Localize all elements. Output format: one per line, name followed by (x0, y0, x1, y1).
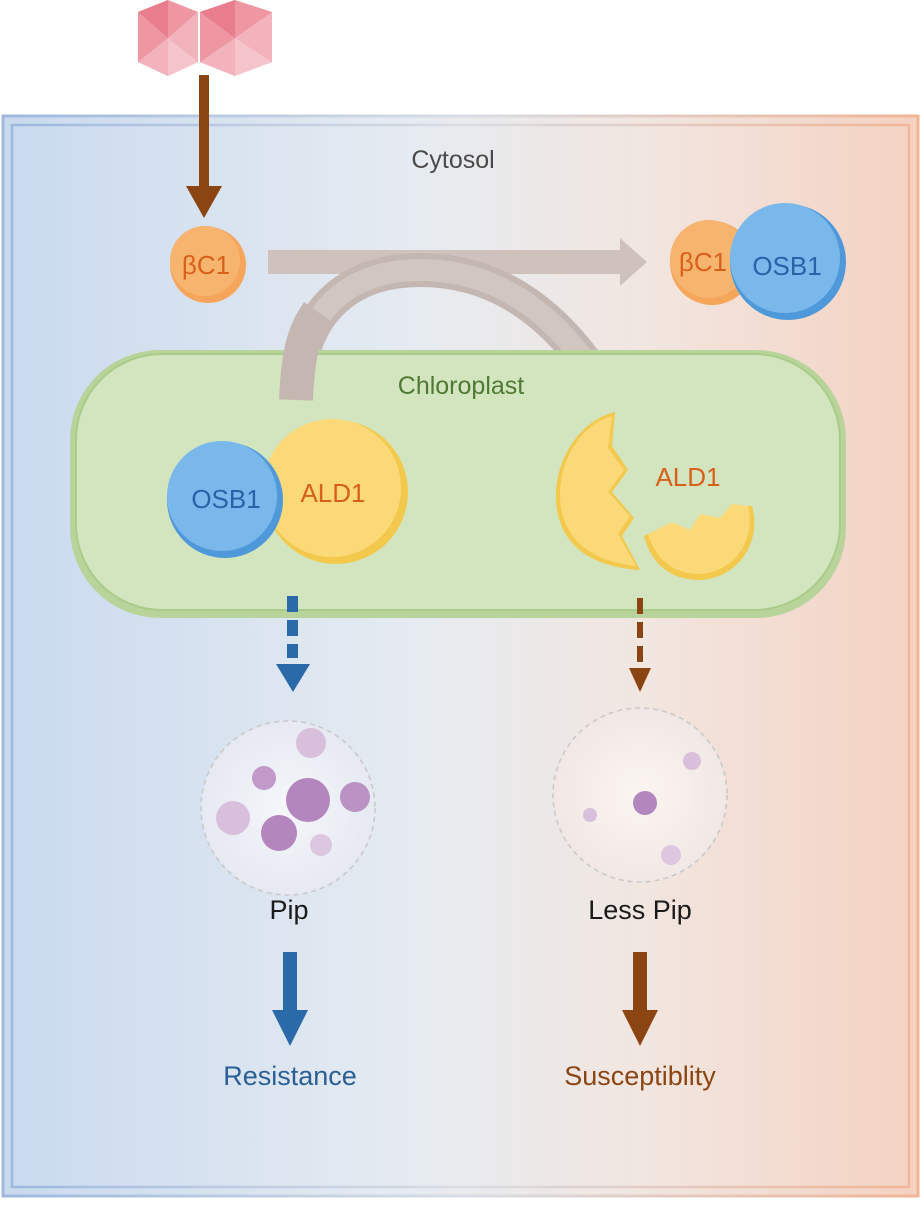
pip-label: Pip (269, 895, 308, 925)
bc1-osb1-complex: βC1 OSB1 (670, 203, 846, 320)
less-pip-vesicle-icon (552, 707, 728, 883)
osb1-ald1-complex: OSB1 ALD1 (167, 419, 408, 564)
ald1-right-label: ALD1 (655, 462, 720, 492)
resistance-arrow (272, 952, 308, 1046)
less-pip-label: Less Pip (588, 895, 692, 925)
chloroplast-label: Chloroplast (398, 372, 525, 400)
pip-vesicle-icon (200, 720, 376, 896)
cleaved-ald1: ALD1 (555, 412, 755, 580)
bc1-right-label: βC1 (679, 247, 727, 277)
dashed-arrow-right (629, 598, 651, 692)
osb1-right-label: OSB1 (752, 251, 821, 281)
susceptibility-arrow (622, 952, 658, 1046)
bc1-protein-left: βC1 (170, 226, 246, 303)
curved-arrow-tail (279, 302, 333, 401)
cytosol-label: Cytosol (411, 146, 494, 174)
resistance-label: Resistance (223, 1061, 357, 1091)
virus-to-bc1-arrow (186, 75, 222, 218)
susceptibility-label: Susceptiblity (564, 1061, 716, 1091)
ald1-left-label: ALD1 (300, 478, 365, 508)
osb1-left-label: OSB1 (191, 484, 260, 514)
bc1-left-label: βC1 (182, 250, 230, 280)
virus-particle-icon (138, 0, 272, 76)
dashed-arrow-left (276, 596, 310, 692)
